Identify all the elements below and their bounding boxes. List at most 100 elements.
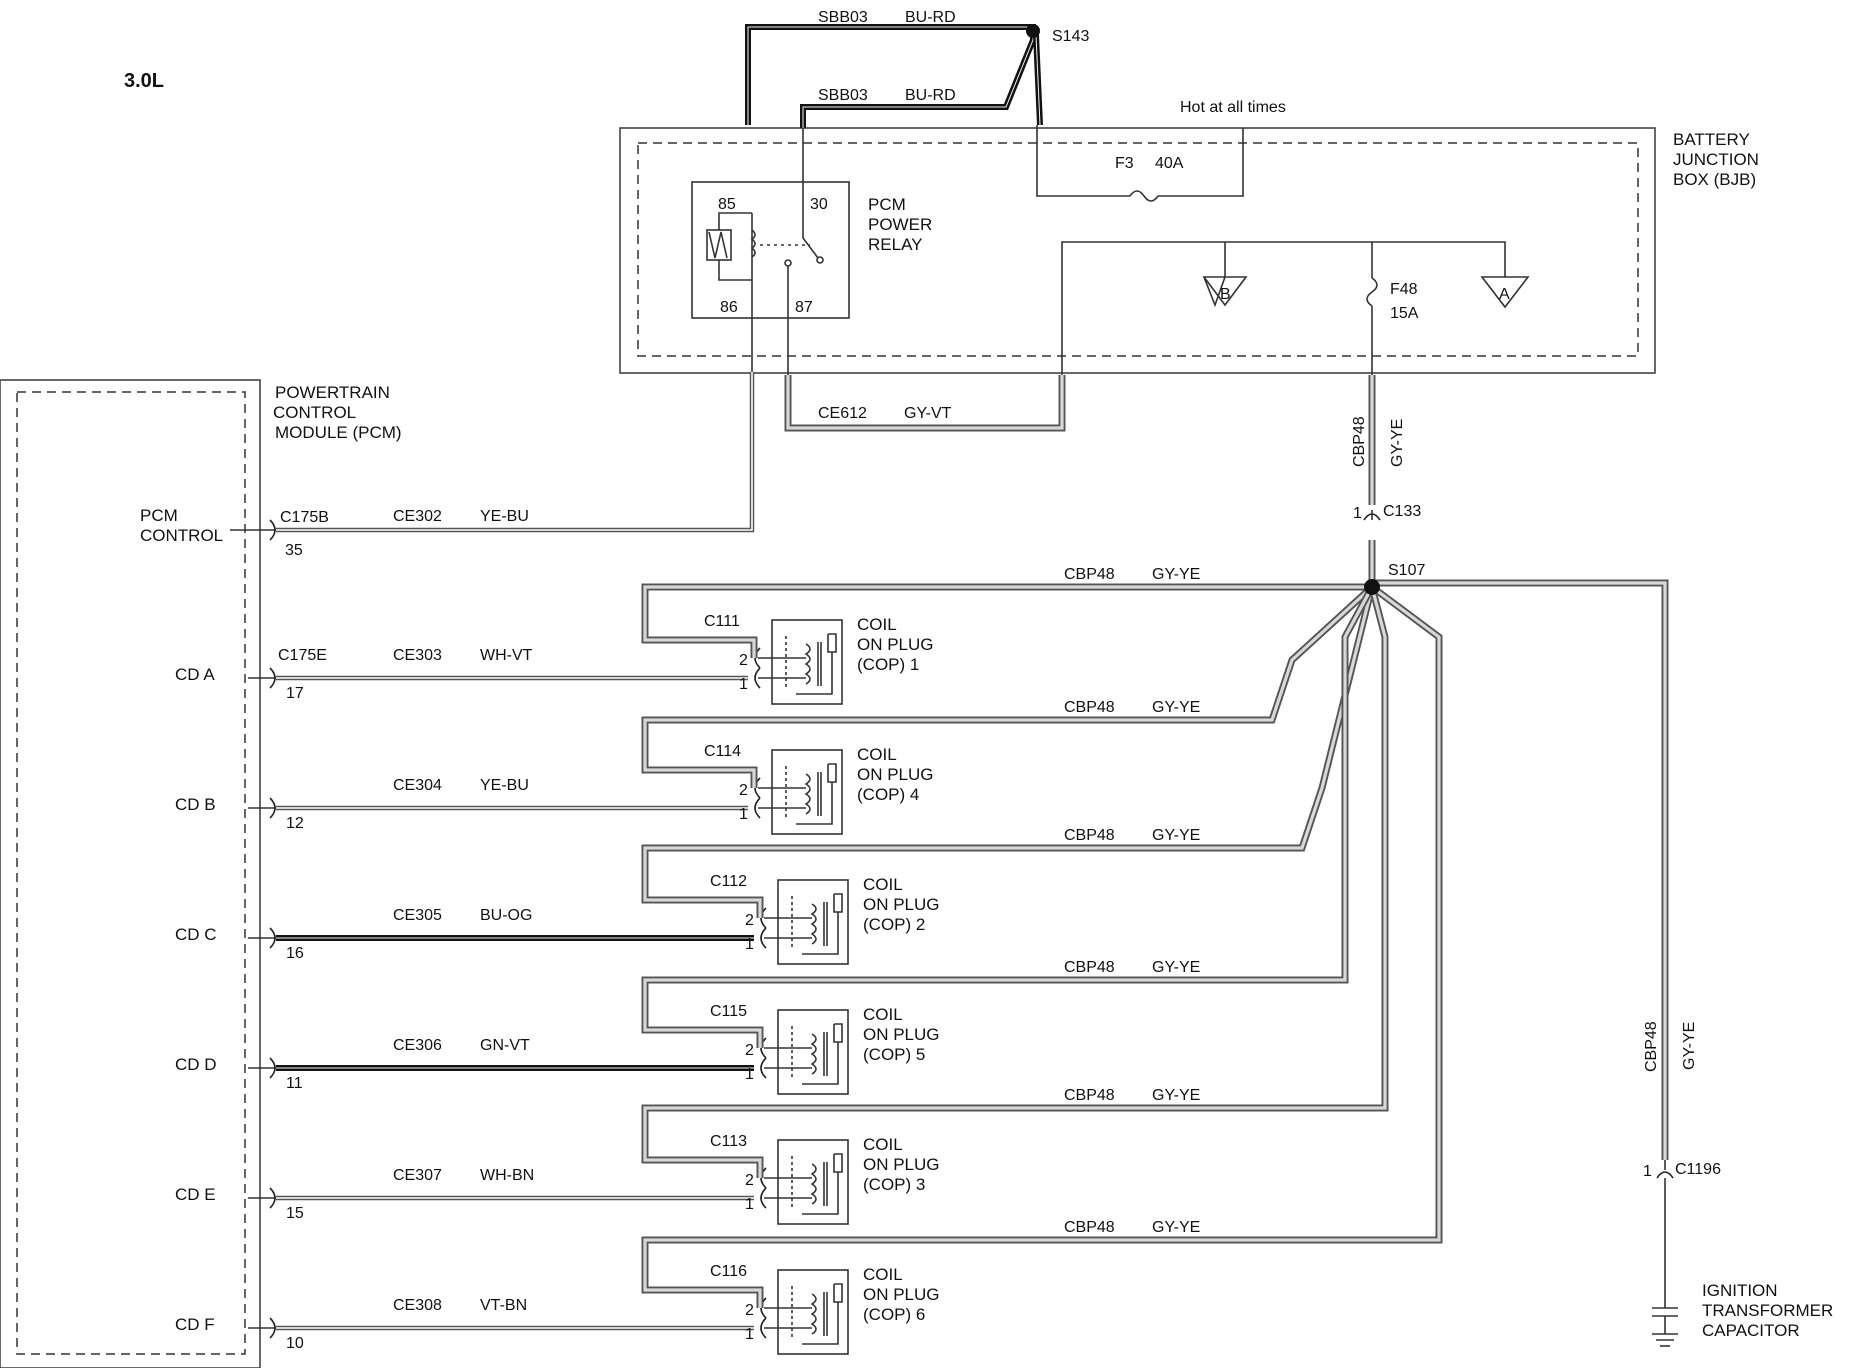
cd-color: WH-BN xyxy=(480,1167,534,1184)
splice-s107-dot xyxy=(1364,579,1380,595)
cd-pin: 16 xyxy=(286,945,304,962)
coil-feed-color: GY-YE xyxy=(1152,827,1200,844)
pcm-power-relay: 85 30 86 87 PCM POWER RELAY xyxy=(691,128,932,319)
sbb03-top-color: BU-RD xyxy=(905,9,956,26)
cd-color: VT-BN xyxy=(480,1297,527,1314)
cd-signal-label: CD C xyxy=(175,925,217,944)
coil-connector: C116 xyxy=(710,1263,747,1280)
c1196-name: C1196 xyxy=(1675,1161,1721,1178)
bjb-label-2: JUNCTION xyxy=(1673,150,1759,169)
ce612-circuit: CE612 xyxy=(818,405,867,422)
coil-pin-1: 1 xyxy=(739,676,748,693)
fuse-f48-rating: 15A xyxy=(1390,305,1419,322)
relay-pin-30: 30 xyxy=(810,196,828,213)
cd-circuit: CE306 xyxy=(393,1037,442,1054)
coil-label-2: ON PLUG xyxy=(857,765,934,784)
cd-pin: 10 xyxy=(286,1335,304,1352)
coil-label-1: COIL xyxy=(857,615,897,634)
pcm-control-pin: 35 xyxy=(285,542,303,559)
cd-color: YE-BU xyxy=(480,777,529,794)
pcm-label-3: MODULE (PCM) xyxy=(275,423,402,442)
coil-body xyxy=(771,619,843,705)
cd-signal-label: CD D xyxy=(175,1055,217,1074)
coil-feed-circuit: CBP48 xyxy=(1064,1087,1115,1104)
coil-feed-color: GY-YE xyxy=(1152,959,1200,976)
cd-signal-label: CD B xyxy=(175,795,216,814)
coil-pin-2: 2 xyxy=(739,782,748,799)
coil-label-1: COIL xyxy=(863,875,903,894)
bjb-internal-bus: B A F48 15A xyxy=(1061,241,1530,375)
coil-label-2: ON PLUG xyxy=(863,895,940,914)
cd-color: BU-OG xyxy=(480,907,532,924)
coil-pin-1: 1 xyxy=(739,806,748,823)
relay-pin-86: 86 xyxy=(720,299,738,316)
coil-body xyxy=(771,749,843,835)
pcm-control-label-1: PCM xyxy=(140,506,178,525)
coil-body xyxy=(777,879,849,965)
coil-feed-circuit: CBP48 xyxy=(1064,699,1115,716)
cd-circuit: CE305 xyxy=(393,907,442,924)
cd-pin: 12 xyxy=(286,815,304,832)
coil-body xyxy=(777,1139,849,1225)
relay-pin-85: 85 xyxy=(718,196,736,213)
cd-color: WH-VT xyxy=(480,647,533,664)
relay-label-1: PCM xyxy=(868,195,906,214)
coil-feed-color: GY-YE xyxy=(1152,699,1200,716)
coil-connector: C114 xyxy=(704,743,741,760)
right-feed-circuit: CBP48 xyxy=(1643,1021,1660,1072)
coil-label-3: (COP) 6 xyxy=(863,1305,925,1324)
engine-label: 3.0L xyxy=(124,70,164,92)
coil-label-3: (COP) 4 xyxy=(857,785,919,804)
pcm-control-connector: C175B xyxy=(280,509,329,526)
sbb03-top-circuit: SBB03 xyxy=(818,9,868,26)
cd-pin: 15 xyxy=(286,1205,304,1222)
coil-feed-color: GY-YE xyxy=(1152,566,1200,583)
splice-s143-dot xyxy=(1026,24,1040,38)
coil-connector: C113 xyxy=(710,1133,747,1150)
terminal-a: A xyxy=(1499,286,1510,303)
coil-label-1: COIL xyxy=(863,1265,903,1284)
relay-pin-87: 87 xyxy=(795,299,813,316)
cd-circuit: CE303 xyxy=(393,647,442,664)
coil-label-1: COIL xyxy=(863,1135,903,1154)
capacitor-label-1: IGNITION xyxy=(1702,1281,1778,1300)
pcm-control-color: YE-BU xyxy=(480,508,529,525)
cd-pin: 17 xyxy=(286,685,304,702)
sbb03-lower-circuit: SBB03 xyxy=(818,87,868,104)
pcm-control-circuit: CE302 xyxy=(393,508,442,525)
vert-cbp48-color: GY-YE xyxy=(1389,419,1406,467)
pcm-label-2: CONTROL xyxy=(273,403,356,422)
right-feed-color: GY-YE xyxy=(1681,1022,1698,1070)
coil-body xyxy=(777,1009,849,1095)
coil-pin-1: 1 xyxy=(745,1326,754,1343)
coil-connector: C111 xyxy=(704,613,740,630)
splice-s143-label: S143 xyxy=(1052,28,1089,45)
coil-connector: C115 xyxy=(710,1003,747,1020)
coil-feed-color: GY-YE xyxy=(1152,1087,1200,1104)
coil-label-1: COIL xyxy=(863,1005,903,1024)
coil-pin-2: 2 xyxy=(745,1302,754,1319)
relay-label-3: RELAY xyxy=(868,235,923,254)
coil-label-2: ON PLUG xyxy=(863,1025,940,1044)
coil-pin-2: 2 xyxy=(739,652,748,669)
c133-name: C133 xyxy=(1383,503,1421,520)
coil-pin-2: 2 xyxy=(745,1172,754,1189)
fuse-f3-name: F3 xyxy=(1115,155,1134,172)
sbb03-wires: S143 SBB03 BU-RD SBB03 BU-RD xyxy=(745,9,1089,128)
cd-circuit: CE308 xyxy=(393,1297,442,1314)
capacitor-label-2: TRANSFORMER xyxy=(1702,1301,1833,1320)
ce612-color: GY-VT xyxy=(904,405,952,422)
bjb-label-1: BATTERY xyxy=(1673,130,1750,149)
coil-feed-circuit: CBP48 xyxy=(1064,566,1115,583)
pcm-label-1: POWERTRAIN xyxy=(275,383,390,402)
coil-pin-2: 2 xyxy=(745,1042,754,1059)
coil-feed-circuit: CBP48 xyxy=(1064,827,1115,844)
cd-signal-label: CD A xyxy=(175,665,215,684)
coil-body xyxy=(777,1269,849,1355)
